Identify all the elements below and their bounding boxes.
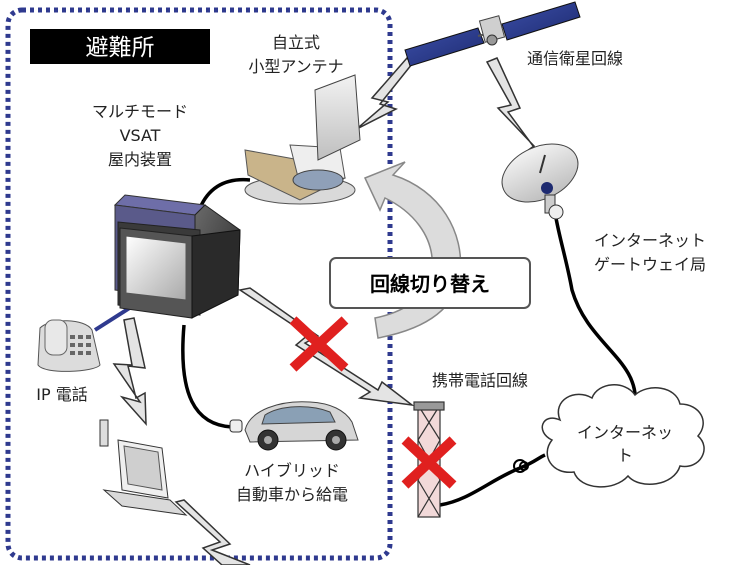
mobile-line-label: 携帯電話回線 [432,371,528,390]
vsat-label-line1: マルチモード [92,102,188,121]
switch-label: 回線切り替え [370,272,490,296]
hybrid-car-icon [229,401,359,451]
satellite-icon [404,1,581,67]
lightning-bolt-icon [112,317,147,427]
gateway-label-line2: ゲートウェイ局 [594,255,706,274]
cables [181,177,637,507]
switch-label-box [329,257,531,309]
laptop-icon [99,419,188,516]
cloud-icon [541,384,705,488]
hybrid-label-line2: 自動車から給電 [236,485,348,504]
gateway-dish-icon [501,143,579,220]
antenna-label-line2: 小型アンテナ [248,57,343,76]
vsat-label-line3: 屋内装置 [108,150,172,169]
antenna-icon [244,74,361,205]
lightning-bolt-icon [174,499,251,566]
ip-phone-label: IP 電話 [36,385,87,404]
gateway-label-line1: インターネット [594,231,706,250]
cross-mark-icon [289,316,349,372]
internet-label-line2: ト [617,446,633,465]
shelter-title-bg [30,29,210,64]
antenna-label-line1: 自立式 [272,33,320,52]
gateway-internet-cable [554,217,637,406]
curved-arrow-icon [363,161,462,339]
vsat-label-line2: VSAT [120,126,161,145]
cable-coil-icon [513,459,529,473]
shelter-title: 避難所 [86,35,155,61]
tower-internet-cable [439,453,546,507]
satellite-line-label: 通信衛星回線 [527,49,623,68]
ip-phone-icon [37,319,101,372]
vsat-antenna-cable [198,177,251,209]
hybrid-label-line1: ハイブリッド [244,461,340,480]
vsat-car-cable [181,324,233,429]
internet-label-line1: インターネッ [577,423,673,442]
cross-mark-icon [401,436,457,489]
vsat-unit-icon [113,194,241,319]
